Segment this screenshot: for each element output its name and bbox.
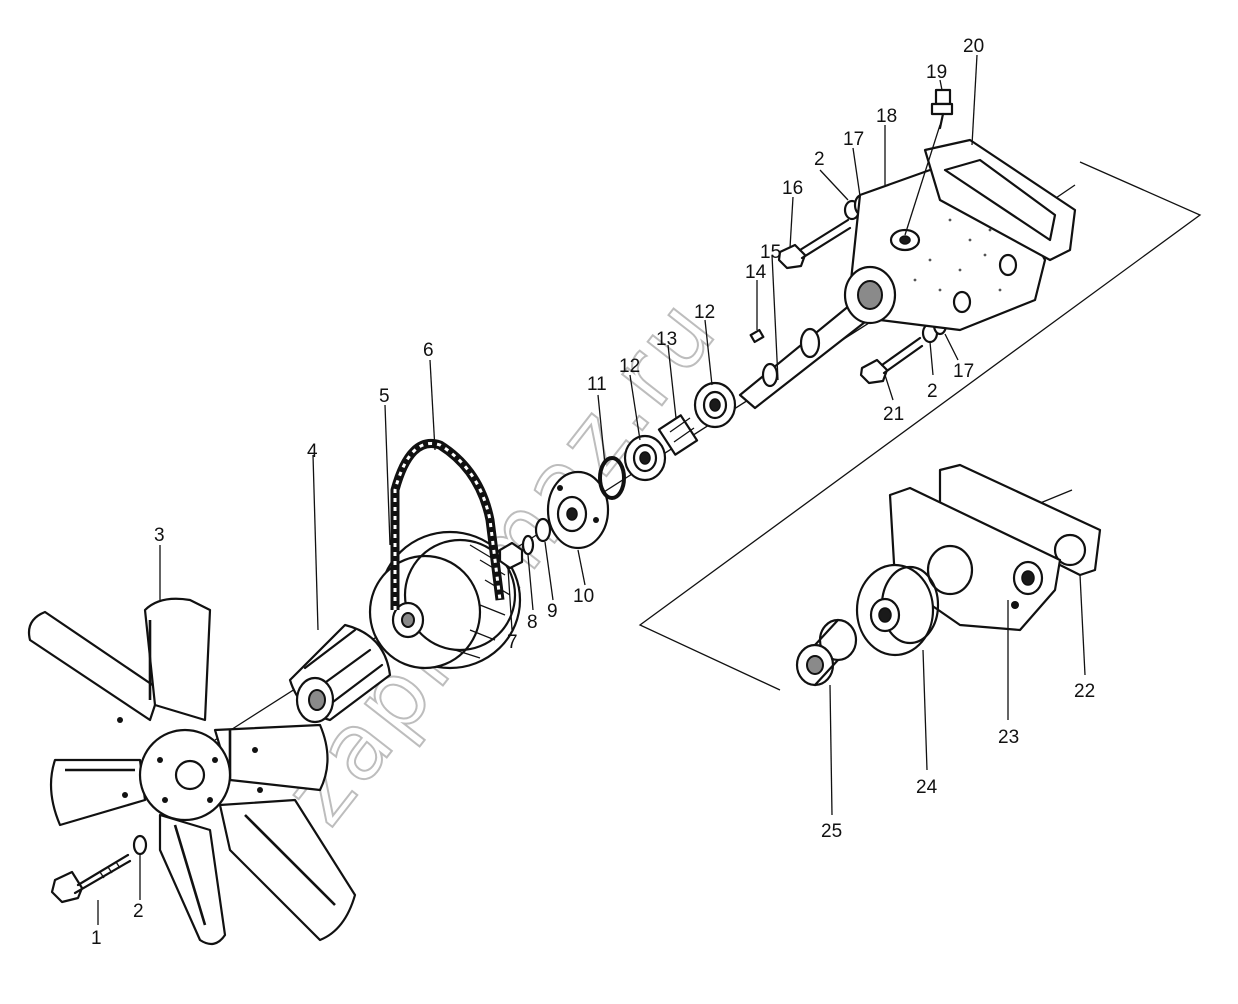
callout-2-top: 2 [814,149,825,170]
callout-25: 25 [821,821,842,842]
part-2-washer-fan [132,834,148,856]
part-13-spacer [657,414,699,456]
callout-17-lower: 17 [953,361,974,382]
part-7-nut [498,541,524,570]
callout-23: 23 [998,727,1019,748]
callout-14: 14 [745,262,767,283]
callout-12-a: 12 [619,356,640,377]
part-1-bolt [50,853,132,904]
part-15-shaft [738,303,867,410]
part-14-key [749,328,765,344]
callout-labels: 1 2 3 4 5 6 7 8 9 10 11 12 13 12 14 15 1… [91,36,1095,949]
leader-lines [97,54,1086,925]
callout-6: 6 [423,340,434,361]
callout-10: 10 [573,586,594,607]
part-8-washer [521,534,535,556]
callout-20: 20 [963,36,984,57]
part-12-bearing-b [693,381,737,429]
callout-19: 19 [926,62,947,83]
callout-17-top: 17 [843,129,864,150]
part-25-seal [795,618,858,687]
callout-2-fan: 2 [133,901,144,922]
callout-22: 22 [1074,681,1095,702]
part-6-belt [390,439,505,610]
callout-7: 7 [507,632,518,653]
part-4-hub [288,623,392,724]
callout-3: 3 [154,525,165,546]
callout-12-b: 12 [694,302,715,323]
part-9-washer [534,517,552,543]
callout-21: 21 [883,404,904,425]
callout-16: 16 [782,178,803,199]
part-19-fitting [930,88,954,130]
part-3-fan [27,597,357,946]
part-10-flange [546,470,610,550]
part-20-gasket [923,138,1077,262]
callout-24: 24 [916,777,938,798]
callout-4: 4 [307,441,318,462]
callout-8: 8 [527,612,538,633]
part-23-cover [888,486,1062,632]
callout-1: 1 [91,928,102,949]
part-12-bearing-a [623,434,667,482]
callout-5: 5 [379,386,390,407]
part-16-bolt [777,218,852,270]
part-24-impeller [855,563,940,657]
callout-11: 11 [587,374,607,395]
part-18-housing [843,168,1047,332]
callout-15: 15 [760,242,781,263]
callout-13: 13 [656,329,677,350]
callout-2-lower: 2 [927,381,938,402]
part-11-snap-ring [598,456,626,500]
callout-18: 18 [876,106,897,127]
callout-9: 9 [547,601,558,622]
part-21-bolt [859,336,924,385]
